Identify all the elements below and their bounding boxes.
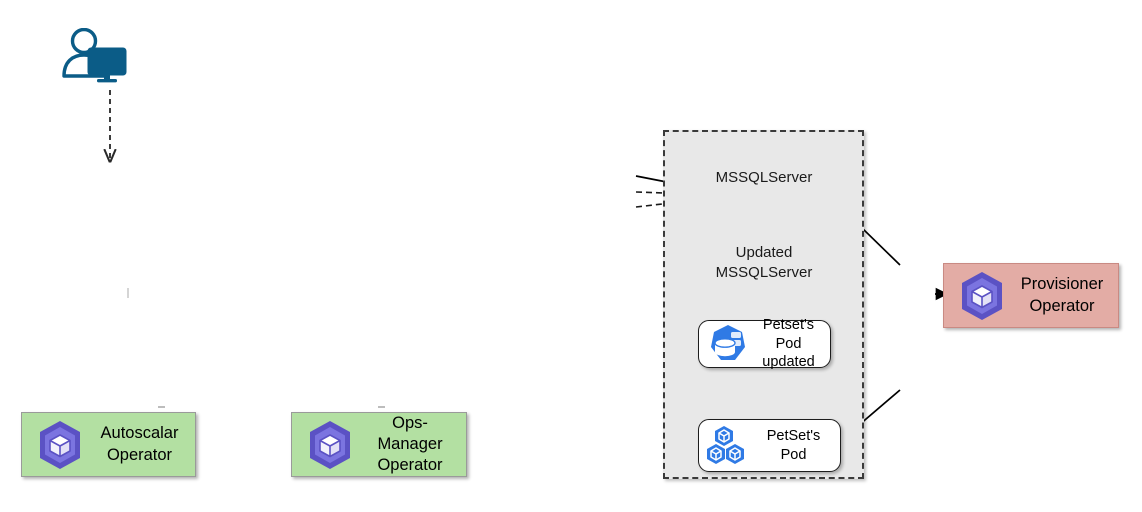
- residual-tick-mark: [127, 288, 129, 298]
- kubernetes-operator-icon: [302, 417, 358, 473]
- pods-group-icon: [706, 424, 750, 468]
- provisioner-operator-label: Provisioner Operator: [1020, 275, 1104, 315]
- ops-manager-operator-label: Ops-Manager Operator: [377, 413, 443, 475]
- kubernetes-operator-icon: [954, 268, 1010, 324]
- petset-pod-updated-label: Petset's Pod updated: [762, 316, 815, 371]
- ops-manager-operator-box[interactable]: Ops-Manager Operator: [291, 412, 467, 477]
- autoscalar-operator-label: Autoscalar Operator: [100, 424, 179, 464]
- residual-tick-mark: [378, 406, 385, 408]
- petset-pod-label: PetSet's Pod: [766, 427, 821, 463]
- kubernetes-operator-icon: [32, 417, 88, 473]
- user-actor-icon: [60, 27, 128, 86]
- autoscalar-operator-box[interactable]: Autoscalar Operator: [21, 412, 196, 477]
- residual-tick-mark: [158, 406, 165, 408]
- provisioner-operator-box[interactable]: Provisioner Operator: [943, 263, 1119, 328]
- petset-pod-card[interactable]: PetSet's Pod: [698, 419, 841, 472]
- mssqlserver-crd-label: MSSQLServer: [715, 169, 813, 186]
- petset-pod-updated-card[interactable]: Petset's Pod updated: [698, 317, 831, 370]
- statefulset-pod-icon: [706, 322, 750, 366]
- updated-mssqlserver-crd-label: Updated MSSQLServer: [715, 244, 813, 281]
